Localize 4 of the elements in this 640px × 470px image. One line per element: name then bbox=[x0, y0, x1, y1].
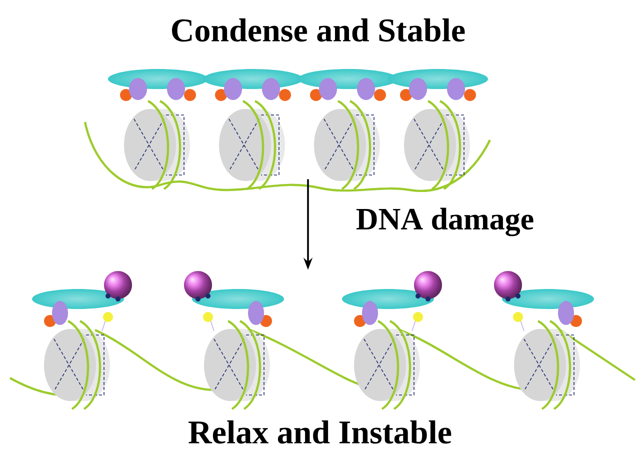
title: Condense and Stable bbox=[172, 18, 465, 42]
edge-label: DNA damage bbox=[356, 208, 534, 236]
chromatin-drawing bbox=[84, 69, 491, 192]
chromatin-drawing bbox=[8, 271, 636, 410]
